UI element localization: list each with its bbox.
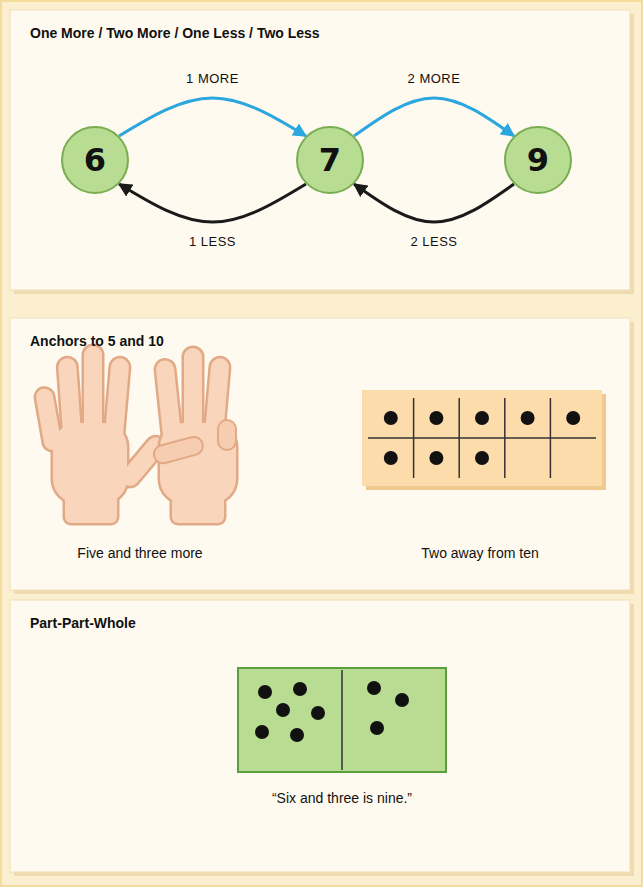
three-finger-hand bbox=[152, 348, 236, 523]
arrow-connector bbox=[119, 184, 306, 222]
caption-text: “Six and three is nine.” bbox=[272, 790, 412, 806]
section-panel: One More / Two More / One Less / Two Les… bbox=[10, 10, 630, 290]
number-circle: 7 bbox=[296, 126, 364, 194]
caption-text: Five and three more bbox=[77, 545, 202, 561]
section-heading: Part-Part-Whole bbox=[30, 615, 136, 631]
number-circle: 9 bbox=[504, 126, 572, 194]
arrow-label: 1 MORE bbox=[183, 71, 242, 86]
panel-backgrounds bbox=[10, 10, 634, 876]
section-heading: Anchors to 5 and 10 bbox=[30, 333, 164, 349]
arrow-label: 1 LESS bbox=[186, 234, 239, 249]
arrow-label: 2 LESS bbox=[407, 234, 460, 249]
ten-frame bbox=[362, 390, 606, 490]
arrow-connector bbox=[354, 98, 514, 136]
number-label: 6 bbox=[84, 144, 106, 176]
arrow-connector bbox=[119, 98, 306, 136]
arrow-connector bbox=[354, 184, 514, 222]
open-hand bbox=[35, 346, 169, 523]
domino bbox=[238, 668, 446, 772]
number-label: 9 bbox=[527, 144, 549, 176]
number-label: 7 bbox=[319, 144, 341, 176]
arrow-label: 2 MORE bbox=[405, 71, 464, 86]
caption-text: Two away from ten bbox=[421, 545, 539, 561]
section-heading: One More / Two More / One Less / Two Les… bbox=[30, 25, 320, 41]
number-circle: 6 bbox=[61, 126, 129, 194]
section-panel: Part-Part-Whole bbox=[10, 600, 630, 872]
